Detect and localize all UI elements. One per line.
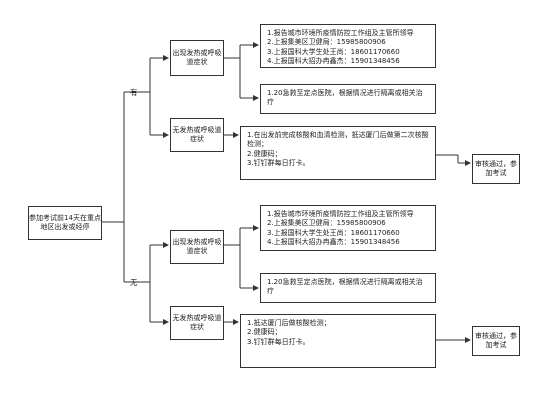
yes-no-symptom-line-1: 1.在出发前完成核酸和血清检测，抵达厦门后做第二次核酸检测；: [247, 131, 429, 149]
yes-hospital-box: 1.20急救至定点医院，根据情况进行隔离或相关治疗: [260, 84, 436, 114]
no-fever-node: 出现发热或呼吸道症状: [170, 230, 224, 264]
no-no-symptom-line-3: 3.钉钉群每日打卡。: [247, 337, 310, 346]
yes-approve-label: 审核通过，参加考试: [475, 159, 517, 177]
yes-report-box: 1.报告城市环境所疫情防控工作组及主管所领导 2.上报集美区卫健局：159858…: [260, 24, 436, 68]
no-hospital-box: 1.20急救至定点医院，根据情况进行隔离或相关治疗: [260, 273, 436, 303]
no-hospital-label: 1.20急救至定点医院，根据情况进行隔离或相关治疗: [267, 278, 423, 296]
yes-report-line-1: 1.报告城市环境所疫情防控工作组及主管所领导: [267, 29, 414, 37]
no-report-box: 1.报告城市环境所疫情防控工作组及主管所领导 2.上报集美区卫健局：159858…: [260, 205, 436, 251]
yes-approve-node: 审核通过，参加考试: [472, 154, 520, 184]
yes-no-symptom-line-3: 3.钉钉群每日打卡。: [247, 159, 310, 168]
yes-report-line-2: 2.上报集美区卫健局：15985800906: [267, 38, 386, 47]
branch-no-label: 无: [130, 278, 138, 287]
no-approve-node: 审核通过，参加考试: [472, 326, 520, 356]
yes-hospital-label: 1.20急救至定点医院，根据情况进行隔离或相关治疗: [267, 89, 423, 107]
no-report-line-4: 4.上报国科大招办冉鑫杰：15901348456: [267, 238, 400, 247]
start-node: 参加考试前14天在重点地区出发或经停: [28, 206, 102, 240]
branch-yes-label: 有: [130, 88, 138, 97]
yes-report-line-4: 4.上报国科大招办冉鑫杰：15901348456: [267, 57, 400, 66]
yes-no-symptom-line-2: 2.健康码；: [247, 149, 282, 158]
yes-no-symptom-box: 1.在出发前完成核酸和血清检测，抵达厦门后做第二次核酸检测； 2.健康码； 3.…: [240, 126, 436, 180]
yes-fever-label: 出现发热或呼吸道症状: [172, 48, 222, 66]
no-report-line-1: 1.报告城市环境所疫情防控工作组及主管所领导: [267, 210, 414, 218]
no-no-symptom-label: 无发热或呼吸道症状: [172, 313, 222, 331]
start-label: 参加考试前14天在重点地区出发或经停: [29, 213, 101, 231]
no-fever-label: 出现发热或呼吸道症状: [172, 237, 222, 255]
no-no-symptom-node: 无发热或呼吸道症状: [170, 306, 224, 340]
yes-no-symptom-label: 无发热或呼吸道症状: [172, 125, 222, 143]
no-no-symptom-line-2: 2.健康码；: [247, 328, 282, 337]
no-no-symptom-line-1: 1.抵达厦门后做核酸检测；: [247, 319, 331, 327]
no-no-symptom-box: 1.抵达厦门后做核酸检测； 2.健康码； 3.钉钉群每日打卡。: [240, 314, 436, 368]
no-approve-label: 审核通过，参加考试: [475, 331, 517, 349]
no-report-line-3: 3.上报国科大学生处王尚：18601170660: [267, 228, 400, 237]
yes-no-symptom-node: 无发热或呼吸道症状: [170, 118, 224, 152]
yes-fever-node: 出现发热或呼吸道症状: [170, 40, 224, 76]
yes-report-line-3: 3.上报国科大学生处王尚：18601170660: [267, 47, 400, 56]
no-report-line-2: 2.上报集美区卫健局：15985800906: [267, 219, 386, 228]
